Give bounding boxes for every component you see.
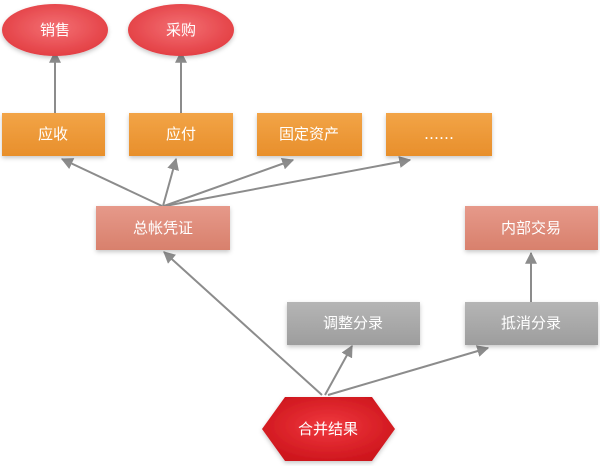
node-purchase-label: 采购 (166, 21, 196, 39)
node-fixed-assets: 固定资产 (257, 113, 362, 156)
arrow-result-to-adjusting (324, 344, 353, 396)
node-elimination-entry: 抵消分录 (465, 302, 598, 345)
node-general-ledger-voucher: 总帐凭证 (96, 206, 230, 250)
node-internal-trade-label: 内部交易 (501, 219, 561, 237)
node-sales-label: 销售 (40, 21, 70, 39)
node-sales: 销售 (2, 4, 108, 56)
node-more-label: …… (424, 125, 454, 143)
node-elimination-entry-label: 抵消分录 (501, 314, 561, 332)
node-adjusting-entry-label: 调整分录 (323, 314, 383, 332)
arrow-voucher-to-fixed-assets (163, 157, 295, 207)
node-consolidation-result: 合并结果 (262, 397, 395, 461)
arrow-result-to-voucher (163, 251, 323, 396)
node-more: …… (386, 113, 492, 156)
arrows (49, 50, 537, 396)
arrow-voucher-to-receivable (60, 158, 163, 207)
arrow-voucher-to-payable (162, 157, 179, 207)
node-purchase: 采购 (128, 4, 234, 56)
node-receivable-label: 应收 (38, 125, 68, 143)
node-receivable: 应收 (2, 113, 105, 156)
node-payable-label: 应付 (166, 125, 196, 143)
node-general-ledger-voucher-label: 总帐凭证 (133, 219, 193, 237)
node-fixed-assets-label: 固定资产 (279, 125, 339, 143)
arrow-result-to-elimination (327, 345, 490, 396)
node-adjusting-entry: 调整分录 (287, 302, 420, 345)
arrow-voucher-to-more (164, 156, 412, 207)
node-consolidation-result-label: 合并结果 (298, 420, 358, 438)
node-internal-trade: 内部交易 (465, 206, 598, 250)
node-payable: 应付 (129, 113, 233, 156)
